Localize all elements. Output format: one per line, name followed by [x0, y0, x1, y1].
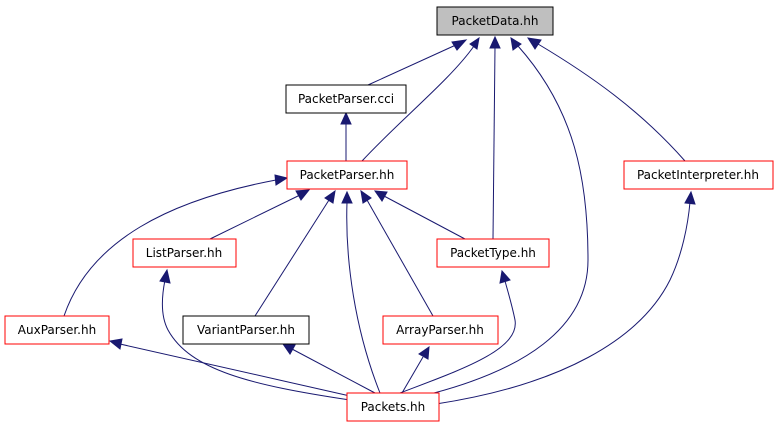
arrowhead-icon: [489, 35, 501, 49]
node-packetinterpreter[interactable]: PacketInterpreter.hh: [623, 160, 774, 190]
edge-packettype-to-packetparser: [383, 195, 466, 240]
edge-packets-to-variantparser: [291, 348, 376, 394]
arrowhead-icon: [510, 37, 522, 51]
arrowhead-icon: [341, 190, 353, 204]
arrowhead-icon: [451, 39, 468, 51]
edge-packetparser-cci-to-packetdata: [367, 43, 459, 86]
arrowhead-icon: [274, 174, 289, 186]
edge-packetinterpreter-to-packetdata: [537, 43, 686, 162]
arrowhead-icon: [360, 189, 372, 204]
nodes: PacketData.hh PacketParser.cci PacketPar…: [4, 6, 774, 422]
edge-packetparser-hh-to-packetdata: [361, 45, 475, 162]
arrowhead-icon: [373, 190, 388, 202]
node-label: PacketType.hh: [450, 246, 536, 260]
arrowhead-icon: [469, 36, 480, 50]
edge-packettype-to-packetdata: [492, 46, 496, 240]
node-packets[interactable]: Packets.hh: [346, 392, 440, 422]
node-label: PacketData.hh: [452, 14, 539, 28]
edge-packets-to-packetdata: [433, 45, 589, 394]
node-packetdata[interactable]: PacketData.hh: [436, 6, 554, 36]
node-label: PacketParser.cci: [298, 92, 394, 106]
edge-packets-to-listparser: [161, 279, 351, 401]
node-label: PacketInterpreter.hh: [637, 168, 759, 182]
node-label: ArrayParser.hh: [396, 323, 484, 337]
arrowhead-icon: [281, 343, 296, 355]
edge-listparser-to-packetparser: [209, 194, 301, 240]
node-packetparser-cci[interactable]: PacketParser.cci: [285, 84, 407, 114]
arrowhead-icon: [499, 269, 511, 284]
node-label: Packets.hh: [361, 400, 426, 414]
node-label: PacketParser.hh: [300, 168, 395, 182]
edge-auxparser-to-packetparser: [63, 179, 277, 317]
node-packetparser-hh[interactable]: PacketParser.hh: [286, 160, 408, 190]
node-label: VariantParser.hh: [197, 323, 295, 337]
node-label: AuxParser.hh: [18, 323, 96, 337]
edge-packets-to-packettype: [399, 280, 516, 394]
edge-packets-to-auxparser: [119, 343, 351, 397]
node-listparser[interactable]: ListParser.hh: [132, 238, 237, 268]
node-packettype[interactable]: PacketType.hh: [436, 238, 550, 268]
arrowhead-icon: [526, 37, 542, 50]
arrowhead-icon: [340, 111, 352, 125]
arrowhead-icon: [159, 268, 171, 284]
edge-packets-to-packetparser: [346, 201, 381, 394]
arrowhead-icon: [418, 345, 430, 360]
node-label: ListParser.hh: [146, 246, 222, 260]
arrowhead-icon: [295, 189, 311, 201]
edge-packets-to-arrayparser: [401, 356, 424, 394]
edges: [63, 35, 696, 405]
node-variantparser[interactable]: VariantParser.hh: [182, 315, 310, 345]
edge-packets-to-packetinterpreter: [435, 201, 691, 405]
edge-variantparser-to-packetparser: [254, 199, 330, 317]
node-auxparser[interactable]: AuxParser.hh: [4, 315, 110, 345]
arrowhead-icon: [108, 338, 123, 350]
node-arrayparser[interactable]: ArrayParser.hh: [382, 315, 499, 345]
arrowhead-icon: [684, 190, 696, 205]
arrowhead-icon: [324, 189, 336, 204]
edge-arrayparser-to-packetparser: [366, 199, 434, 317]
